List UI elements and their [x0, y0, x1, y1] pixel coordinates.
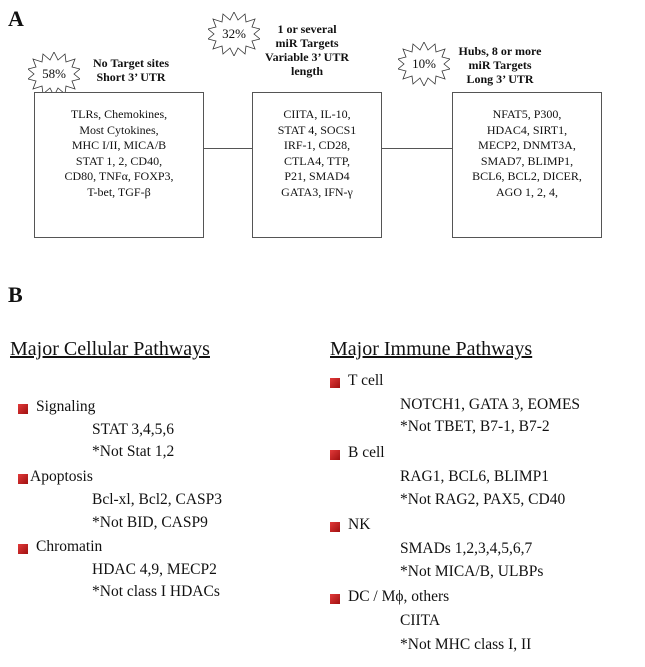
gene-line: P21, SMAD4: [284, 169, 350, 183]
gene-line: IRF-1, CD28,: [283, 138, 351, 152]
pathway-line: HDAC 4,9, MECP2: [92, 561, 217, 578]
gene-line: HDAC4, SIRT1,: [486, 122, 568, 137]
pathway-line: CIITA: [400, 612, 441, 629]
pathway-line: SMADs 1,2,3,4,5,6,7: [400, 540, 533, 557]
gene-line: GATA3, IFN-γ: [281, 184, 353, 199]
gene-box-2: CIITA, IL-10, STAT 4, SOCS1 IRF-1, CD28,…: [252, 92, 382, 238]
category-title-line: miR Targets: [468, 58, 532, 72]
pathway-line: *Not RAG2, PAX5, CD40: [400, 491, 566, 508]
panel-a-label: A: [8, 6, 24, 31]
pathway-heading: B cell: [348, 444, 385, 461]
pathway-heading: DC / Mϕ, others: [348, 588, 450, 605]
gene-line: STAT 4, SOCS1: [277, 122, 357, 137]
category-title-line: length: [290, 64, 323, 78]
connector-line: [382, 148, 452, 149]
gene-line: TLRs, Chemokines,: [70, 107, 168, 121]
gene-line: AGO 1, 2, 4,: [496, 184, 558, 199]
pathway-line: STAT 3,4,5,6: [92, 421, 175, 438]
gene-line: CIITA, IL-10,: [283, 107, 351, 121]
category-percent: 10%: [412, 56, 436, 71]
starburst-badge-2: 32%: [208, 12, 260, 56]
gene-box-3: NFAT5, P300, HDAC4, SIRT1, MECP2, DNMT3A…: [452, 92, 602, 238]
pathway-heading: NK: [348, 516, 371, 533]
category-title-3: Hubs, 8 or more miR Targets Long 3’ UTR: [440, 44, 560, 86]
category-title-line: Hubs, 8 or more: [458, 44, 542, 58]
starburst-shape-icon: [208, 12, 260, 56]
pathway-heading: Chromatin: [36, 538, 103, 555]
category-title-line: Variable 3’ UTR: [265, 50, 349, 64]
category-title-line: No Target sites: [93, 56, 169, 70]
gene-line: Most Cytokines,: [79, 122, 159, 137]
bullet-icon: [18, 544, 28, 554]
gene-line: MHC I/II, MICA/B: [71, 138, 167, 152]
category-title-line: miR Targets: [275, 36, 339, 50]
cellular-pathways-title: Major Cellular Pathways: [10, 338, 210, 360]
starburst-badge-3: 10%: [398, 42, 450, 86]
category-percent: 32%: [222, 26, 246, 41]
category-title-1: No Target sites Short 3’ UTR: [76, 56, 186, 84]
category-title-line: Short 3’ UTR: [96, 70, 166, 84]
pathway-heading: T cell: [348, 372, 384, 389]
pathway-line: *Not BID, CASP9: [92, 514, 208, 531]
panel-b-label: B: [8, 282, 23, 307]
gene-line: NFAT5, P300,: [492, 107, 562, 121]
gene-line: CTLA4, TTP,: [283, 153, 351, 168]
bullet-icon: [330, 522, 340, 532]
gene-line: CD80, TNFα, FOXP3,: [64, 169, 174, 183]
starburst-badge-1: 58%: [28, 52, 80, 96]
connector-line: [204, 148, 252, 149]
bullet-icon: [330, 450, 340, 460]
pathway-line: *Not MHC class I, II: [400, 636, 532, 653]
category-title-line: Long 3’ UTR: [466, 72, 534, 86]
pathway-line: *Not MICA/B, ULBPs: [400, 563, 544, 580]
pathway-line: RAG1, BCL6, BLIMP1: [400, 468, 549, 485]
pathway-heading: Signaling: [36, 398, 96, 415]
bullet-icon: [330, 594, 340, 604]
category-title-line: 1 or several: [277, 22, 337, 36]
pathway-line: Bcl-xl, Bcl2, CASP3: [92, 491, 223, 508]
gene-line: T-bet, TGF-β: [87, 184, 151, 199]
pathway-line: *Not TBET, B7-1, B7-2: [400, 418, 550, 435]
immune-pathways-title: Major Immune Pathways: [330, 338, 533, 360]
pathway-heading: Apoptosis: [30, 468, 93, 485]
gene-line: MECP2, DNMT3A,: [478, 138, 576, 152]
gene-line: STAT 1, 2, CD40,: [75, 153, 163, 168]
bullet-icon: [18, 474, 28, 484]
category-title-2: 1 or several miR Targets Variable 3’ UTR…: [252, 22, 362, 78]
pathway-line: NOTCH1, GATA 3, EOMES: [400, 396, 581, 413]
category-percent: 58%: [42, 66, 66, 81]
gene-box-1: TLRs, Chemokines, Most Cytokines, MHC I/…: [34, 92, 204, 238]
gene-line: BCL6, BCL2, DICER,: [472, 169, 582, 183]
bullet-icon: [330, 378, 340, 388]
starburst-shape-icon: [398, 42, 450, 86]
starburst-shape-icon: [28, 52, 80, 96]
bullet-icon: [18, 404, 28, 414]
pathway-line: *Not Stat 1,2: [92, 443, 175, 460]
gene-line: SMAD7, BLIMP1,: [480, 153, 574, 168]
pathway-line: *Not class I HDACs: [92, 583, 220, 600]
